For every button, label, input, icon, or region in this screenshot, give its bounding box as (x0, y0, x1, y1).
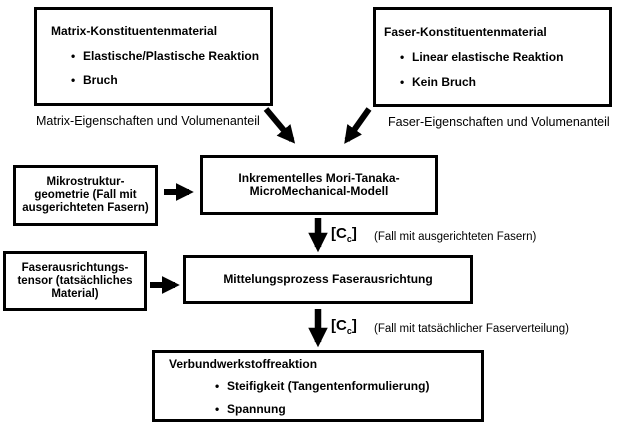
arrow-faser-to-model (344, 107, 372, 144)
bullet-icon (71, 49, 83, 63)
cc-close: ] (351, 225, 357, 242)
matrix-constituent-box: Matrix-Konstituentenmaterial Elastische/… (34, 7, 273, 106)
averaging-process-box: Mittelungsprozess Faserausrichtung (183, 255, 473, 304)
fiber-constituent-box: Faser-Konstituentenmaterial Linear elast… (373, 7, 612, 107)
bullet-text: Bruch (83, 73, 118, 87)
list-item: Elastische/Plastische Reaktion (71, 49, 264, 63)
matrix-bullet-list: Elastische/Plastische Reaktion Bruch (71, 49, 264, 87)
fiber-box-title: Faser-Konstituentenmaterial (384, 25, 547, 39)
arrow-matrix-to-model (263, 107, 296, 144)
microstructure-line: Mikrostruktur- (46, 176, 125, 188)
composite-bullet-list: Steifigkeit (Tangentenformulierung) Span… (215, 379, 475, 416)
bullet-icon (71, 73, 83, 87)
tensor-line: Faserausrichtungs- (21, 261, 129, 274)
matrix-box-title: Matrix-Konstituentenmaterial (51, 24, 218, 38)
tensor-line: Material) (51, 287, 99, 300)
list-item: Steifigkeit (Tangentenformulierung) (215, 379, 475, 393)
bullet-icon (400, 75, 412, 89)
microstructure-line: geometrie (Fall mit (34, 189, 137, 201)
microstructure-geometry-box: Mikrostruktur- geometrie (Fall mit ausge… (13, 165, 158, 226)
bullet-icon (215, 402, 227, 416)
bullet-icon (215, 379, 227, 393)
bullet-text: Spannung (227, 402, 286, 416)
cc-close: ] (351, 317, 357, 334)
microstructure-line: ausgerichteten Fasern) (22, 202, 149, 214)
composite-response-box: Verbundwerkstoffreaktion Steifigkeit (Ta… (152, 350, 484, 422)
mori-tanaka-model-box: Inkrementelles Mori-Tanaka- MicroMechani… (200, 155, 438, 215)
model-box-line2: MicroMechanical-Modell (249, 184, 389, 198)
averaging-box-title: Mittelungsprozess Faserausrichtung (223, 272, 433, 286)
composite-box-title: Verbundwerkstoffreaktion (169, 357, 318, 371)
fiber-properties-caption: Faser-Eigenschaften und Volumenanteil (388, 115, 610, 129)
bullet-text: Elastische/Plastische Reaktion (83, 49, 260, 63)
matrix-properties-caption: Matrix-Eigenschaften und Volumenanteil (36, 114, 260, 128)
cc-open: [C (331, 225, 347, 242)
fiber-bullet-list: Linear elastische Reaktion Kein Bruch (400, 50, 605, 89)
bullet-text: Kein Bruch (412, 75, 477, 89)
stiffness-tensor-label-aligned: [Cc] (331, 225, 357, 244)
fiber-orientation-tensor-box: Faserausrichtungs- tensor (tatsächliches… (3, 251, 147, 311)
bullet-text: Linear elastische Reaktion (412, 50, 564, 64)
bullet-text: Steifigkeit (Tangentenformulierung) (227, 379, 430, 393)
list-item: Spannung (215, 402, 475, 416)
bullet-icon (400, 50, 412, 64)
model-box-line1: Inkrementelles Mori-Tanaka- (238, 171, 400, 185)
cc-sub: c (346, 234, 352, 244)
cc-sub: c (346, 326, 352, 336)
tensor-line: tensor (tatsächliches (17, 274, 133, 287)
cc-open: [C (331, 317, 347, 334)
aligned-fibers-note: (Fall mit ausgerichteten Fasern) (374, 231, 537, 243)
stiffness-tensor-label-actual: [Cc] (331, 317, 357, 336)
list-item: Linear elastische Reaktion (400, 50, 605, 64)
actual-fiber-distribution-note: (Fall mit tatsächlicher Faserverteilung) (374, 323, 569, 335)
list-item: Kein Bruch (400, 75, 605, 89)
list-item: Bruch (71, 73, 264, 87)
